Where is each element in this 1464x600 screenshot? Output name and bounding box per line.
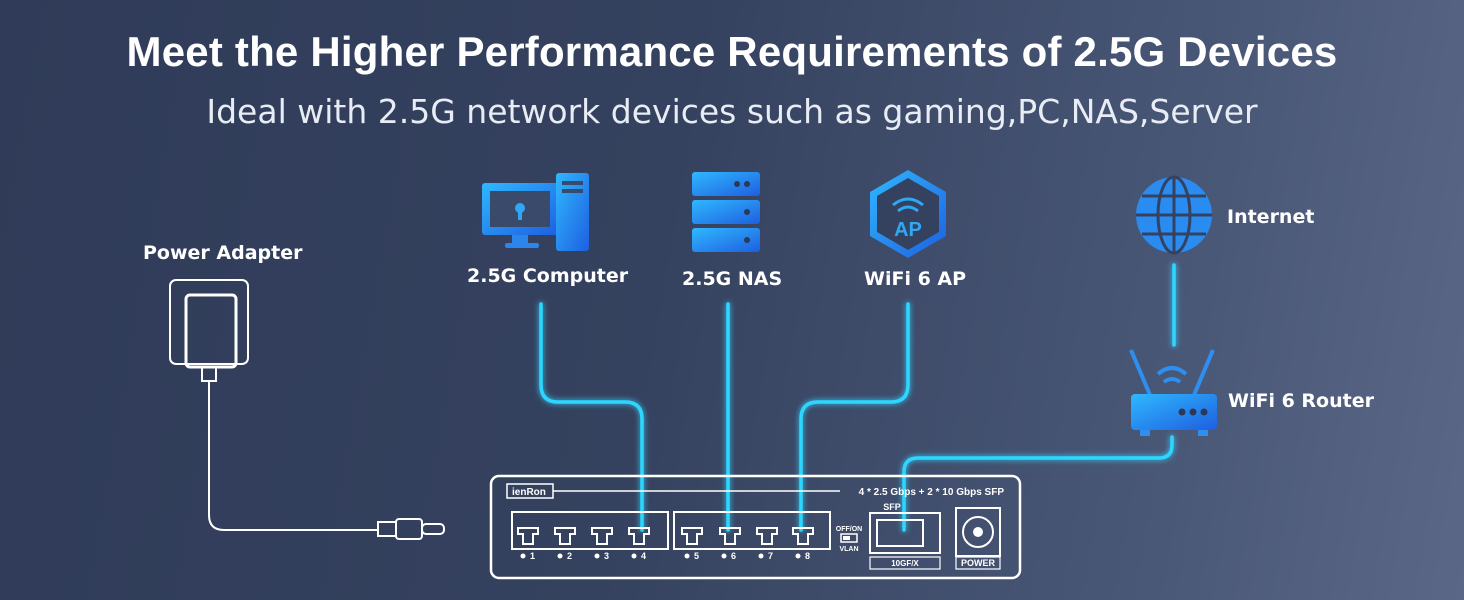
switch-spec: 4 * 2.5 Gbps + 2 * 10 Gbps SFP: [859, 487, 1005, 498]
vlan-bottom-label: VLAN: [839, 546, 858, 553]
ap-cable: [799, 302, 910, 532]
vlan-switch: OFF/ON VLAN: [836, 526, 862, 553]
nas-label: 2.5G NAS: [682, 268, 783, 290]
nas-icon: [692, 172, 760, 252]
port-number: 8: [805, 551, 810, 561]
computer-label: 2.5G Computer: [467, 265, 629, 287]
port-number: 6: [731, 551, 736, 561]
port-group-2: [673, 511, 831, 550]
sfp-label: SFP: [883, 502, 901, 512]
port-number: 4: [641, 551, 646, 561]
power-port: POWER: [955, 507, 1001, 570]
page-title: Meet the Higher Performance Requirements…: [126, 28, 1338, 75]
port-number: 3: [604, 551, 609, 561]
wifi-ap-icon: AP: [870, 170, 946, 258]
port-number: 7: [768, 551, 773, 561]
vlan-top-label: OFF/ON: [836, 526, 862, 533]
port-number: 2: [567, 551, 572, 561]
power-adapter-icon: [169, 279, 445, 540]
wifi-ap-label: WiFi 6 AP: [864, 268, 967, 290]
sfp-port: SFP 10GF/X: [869, 502, 941, 570]
router-label: WiFi 6 Router: [1228, 390, 1374, 412]
page-subtitle: Ideal with 2.5G network devices such as …: [206, 92, 1258, 131]
port-number: 1: [530, 551, 535, 561]
port-group-1: [511, 511, 669, 550]
power-adapter-label: Power Adapter: [143, 242, 303, 264]
router-icon: [1129, 349, 1217, 436]
power-label: POWER: [961, 558, 996, 568]
ap-icon-text: AP: [894, 219, 922, 241]
globe-icon: [1136, 175, 1212, 255]
computer-cable: [539, 302, 644, 532]
internet-label: Internet: [1227, 206, 1315, 228]
port-numbers: 1 2 3 4 5 6 7 8: [520, 551, 810, 561]
port-number: 5: [694, 551, 699, 561]
sfp-speed-label: 10GF/X: [891, 559, 919, 568]
router-sfp-cable: [902, 435, 1174, 532]
computer-icon: [482, 173, 589, 251]
network-cables: [539, 263, 1176, 532]
network-switch: ienRon 4 * 2.5 Gbps + 2 * 10 Gbps SFP 1 …: [489, 474, 1022, 580]
switch-brand: ienRon: [512, 487, 546, 498]
